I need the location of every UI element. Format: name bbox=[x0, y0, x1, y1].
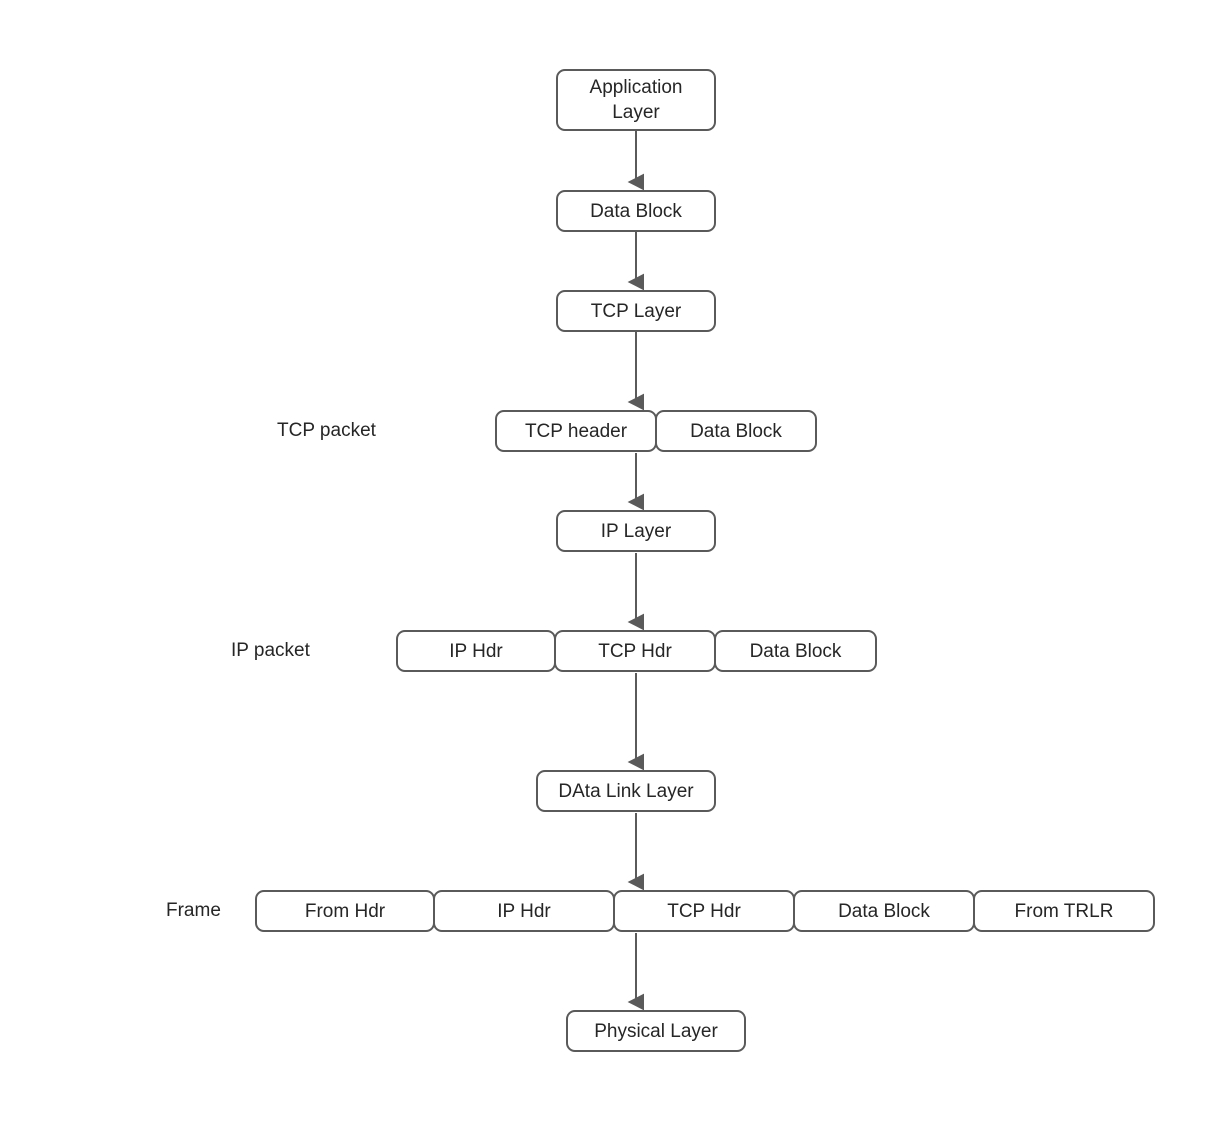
node-tcp-layer[interactable]: TCP Layer bbox=[556, 290, 716, 332]
segment-tcp-header[interactable]: TCP header bbox=[495, 410, 657, 452]
row-label-tcp-packet: TCP packet bbox=[277, 420, 376, 441]
tcp-packet-row: TCP header Data Block bbox=[495, 410, 817, 452]
segment-tcp-hdr[interactable]: TCP Hdr bbox=[554, 630, 716, 672]
segment-data-block[interactable]: Data Block bbox=[655, 410, 817, 452]
frame-row: From Hdr IP Hdr TCP Hdr Data Block From … bbox=[255, 890, 1155, 932]
ip-packet-row: IP Hdr TCP Hdr Data Block bbox=[396, 630, 877, 672]
segment-tcp-hdr[interactable]: TCP Hdr bbox=[613, 890, 795, 932]
segment-from-hdr[interactable]: From Hdr bbox=[255, 890, 435, 932]
node-data-link-layer[interactable]: DAta Link Layer bbox=[536, 770, 716, 812]
segment-ip-hdr[interactable]: IP Hdr bbox=[396, 630, 556, 672]
segment-data-block[interactable]: Data Block bbox=[714, 630, 877, 672]
node-data-block[interactable]: Data Block bbox=[556, 190, 716, 232]
row-label-ip-packet: IP packet bbox=[231, 640, 310, 661]
segment-data-block[interactable]: Data Block bbox=[793, 890, 975, 932]
node-ip-layer[interactable]: IP Layer bbox=[556, 510, 716, 552]
segment-ip-hdr[interactable]: IP Hdr bbox=[433, 890, 615, 932]
row-label-frame: Frame bbox=[166, 900, 221, 921]
node-application-layer[interactable]: Application Layer bbox=[556, 69, 716, 131]
node-physical-layer[interactable]: Physical Layer bbox=[566, 1010, 746, 1052]
segment-from-trlr[interactable]: From TRLR bbox=[973, 890, 1155, 932]
